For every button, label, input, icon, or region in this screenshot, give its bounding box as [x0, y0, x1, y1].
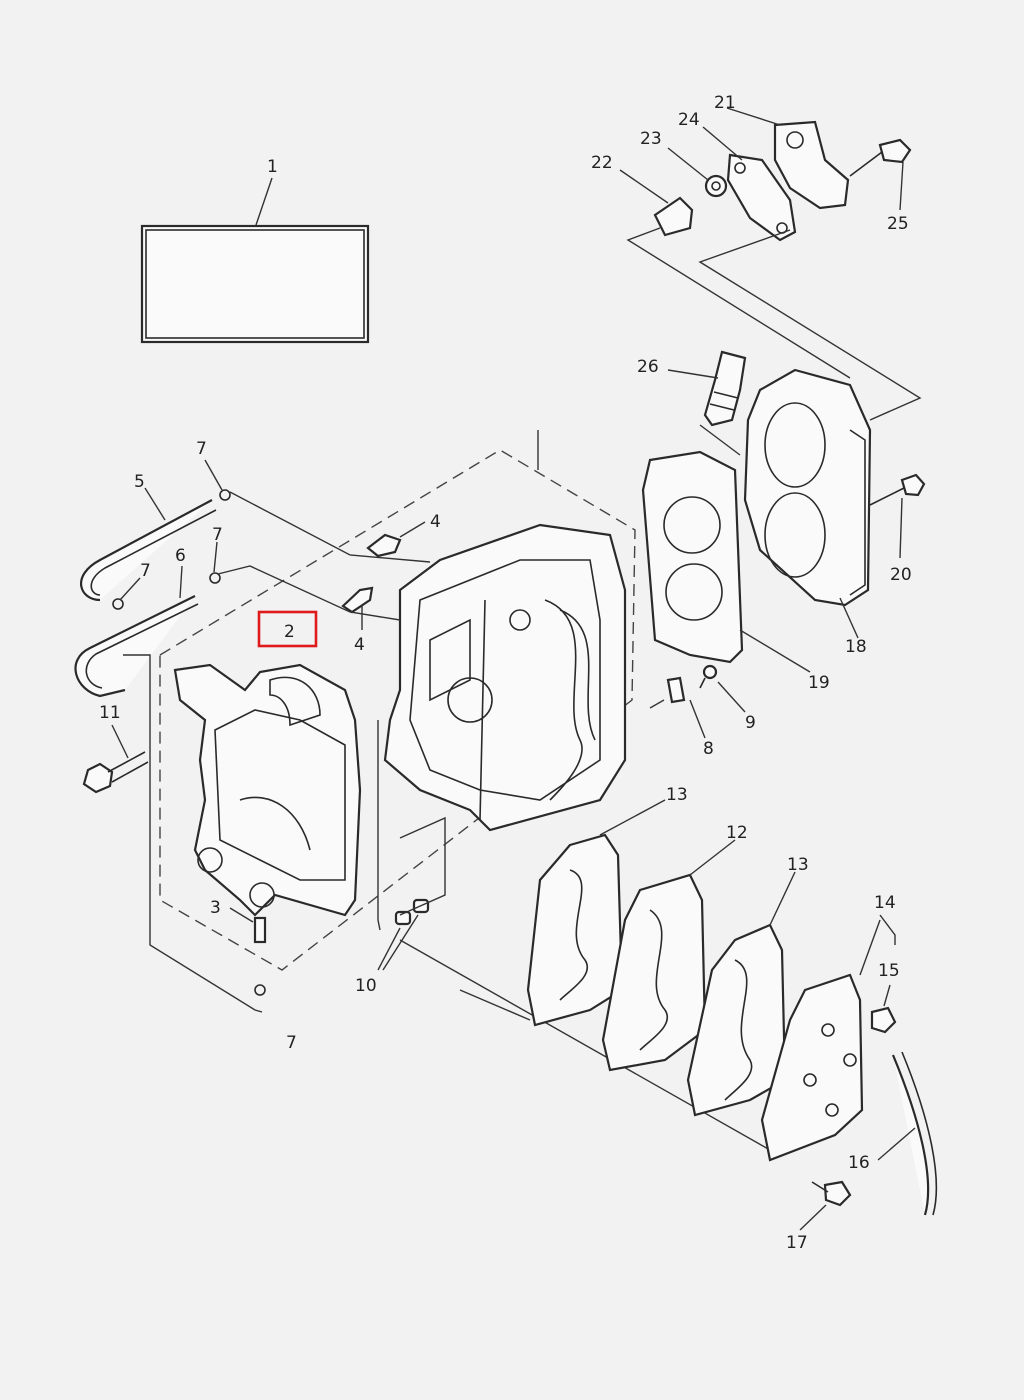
part-13-exhaust-gasket[interactable]	[686, 923, 787, 1117]
callout-19[interactable]: 19	[808, 673, 830, 693]
callout-23[interactable]: 23	[640, 129, 662, 149]
callout-labels: 1 2 3 4 4 5 6 7 7 7 7 8 9 10 11 12 13 13…	[99, 93, 912, 1253]
part-22-plug[interactable]	[653, 196, 694, 237]
part-12-exhaust-plate[interactable]	[601, 873, 707, 1072]
callout-11[interactable]: 11	[99, 703, 121, 723]
callout-14[interactable]: 14	[874, 893, 896, 913]
callout-3[interactable]: 3	[210, 898, 221, 918]
callout-7[interactable]: 7	[286, 1033, 297, 1053]
part-5-hose[interactable]	[79, 499, 217, 602]
part-7-clamp[interactable]	[254, 984, 266, 996]
callout-17[interactable]: 17	[786, 1233, 808, 1253]
part-15-fitting[interactable]	[870, 1006, 897, 1034]
part-4-fitting[interactable]	[341, 586, 374, 614]
part-18-cylinder-head[interactable]	[743, 368, 872, 607]
callout-20[interactable]: 20	[890, 565, 912, 585]
part-1-gasket-kit[interactable]	[140, 224, 370, 344]
callout-12[interactable]: 12	[726, 823, 748, 843]
part-17-bolt[interactable]	[811, 1180, 852, 1207]
callout-2-highlight	[257, 610, 318, 648]
callout-5[interactable]: 5	[134, 472, 145, 492]
part-8-bracket[interactable]	[666, 676, 686, 704]
part-16-hose[interactable]	[891, 1051, 938, 1216]
callout-2[interactable]: 2	[284, 622, 295, 642]
callout-7[interactable]: 7	[196, 439, 207, 459]
part-7-clamp[interactable]	[112, 598, 124, 610]
callout-6[interactable]: 6	[175, 546, 186, 566]
callout-18[interactable]: 18	[845, 637, 867, 657]
callout-15[interactable]: 15	[878, 961, 900, 981]
callout-8[interactable]: 8	[703, 739, 714, 759]
part-19-head-gasket[interactable]	[641, 450, 744, 664]
part-26-spark-plug[interactable]	[703, 350, 747, 427]
part-11-bolt[interactable]	[82, 751, 149, 794]
callout-24[interactable]: 24	[678, 110, 700, 130]
callout-4[interactable]: 4	[430, 512, 441, 532]
part-7-clamp[interactable]	[209, 572, 221, 584]
callout-26[interactable]: 26	[637, 357, 659, 377]
part-10-dowel-pins[interactable]	[394, 898, 430, 926]
callout-7[interactable]: 7	[212, 525, 223, 545]
part-3-dowel[interactable]	[253, 916, 267, 944]
part-25-bolt[interactable]	[849, 138, 912, 177]
callout-4[interactable]: 4	[354, 635, 365, 655]
callout-13[interactable]: 13	[666, 785, 688, 805]
part-9-screw[interactable]	[699, 664, 718, 689]
callout-22[interactable]: 22	[591, 153, 613, 173]
callout-21[interactable]: 21	[714, 93, 736, 113]
part-2-crankcase[interactable]	[173, 663, 362, 917]
cylinder-block[interactable]	[383, 523, 627, 832]
callout-13[interactable]: 13	[787, 855, 809, 875]
callout-7[interactable]: 7	[140, 561, 151, 581]
callout-16[interactable]: 16	[848, 1153, 870, 1173]
callout-10[interactable]: 10	[355, 976, 377, 996]
part-13-exhaust-gasket[interactable]	[526, 833, 624, 1027]
part-6-hose[interactable]	[74, 595, 199, 698]
part-14-exhaust-cover[interactable]	[760, 973, 864, 1162]
assembly-outline	[159, 449, 636, 971]
part-7-clamp[interactable]	[219, 489, 231, 501]
part-20-bolt[interactable]	[869, 473, 926, 506]
callout-9[interactable]: 9	[745, 713, 756, 733]
part-23-washer[interactable]	[704, 174, 728, 198]
part-4-fitting[interactable]	[366, 533, 402, 558]
callout-25[interactable]: 25	[887, 214, 909, 234]
callout-1[interactable]: 1	[267, 157, 278, 177]
part-21-cover[interactable]	[773, 120, 850, 210]
